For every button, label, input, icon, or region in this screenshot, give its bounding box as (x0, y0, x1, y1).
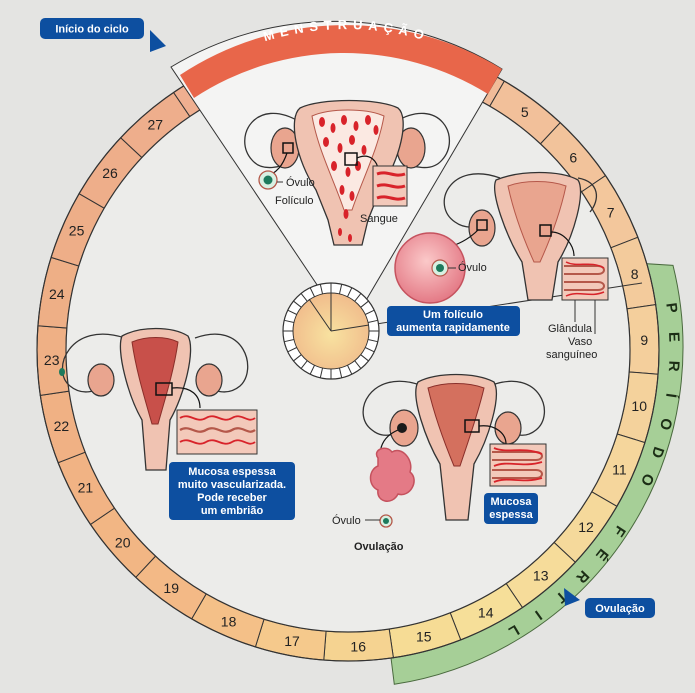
svg-text:um embrião: um embrião (201, 505, 264, 517)
day-number-10: 10 (631, 398, 647, 414)
day-number-21: 21 (78, 480, 94, 496)
uterus-ovulation-illustration (362, 373, 547, 528)
fertile-letter: Í (662, 392, 680, 399)
day-number-14: 14 (478, 605, 494, 621)
day-number-13: 13 (533, 567, 549, 583)
mucosa-thick-badge: Mucosa espessa (484, 493, 538, 524)
fertile-letter: P (662, 302, 680, 314)
day-number-19: 19 (163, 580, 179, 596)
label-glandula: Glândula (548, 323, 593, 335)
fertile-letter: R (665, 360, 683, 372)
day-number-27: 27 (148, 117, 164, 133)
day-number-6: 6 (569, 149, 577, 165)
day-number-16: 16 (350, 638, 366, 654)
day-number-12: 12 (578, 519, 594, 535)
fertile-letter: D (648, 444, 668, 460)
day-number-17: 17 (284, 633, 300, 649)
day-number-9: 9 (640, 332, 648, 348)
label-ovulo-1: Óvulo (286, 176, 315, 189)
day-number-7: 7 (607, 204, 615, 220)
day-number-24: 24 (49, 286, 65, 302)
svg-text:Pode receber: Pode receber (197, 492, 267, 504)
ovulation-badge: Ovulação (585, 598, 655, 618)
svg-text:Mucosa: Mucosa (491, 496, 533, 508)
svg-text:aumenta rapidamente: aumenta rapidamente (396, 322, 510, 334)
label-ovulo-2: Óvulo (458, 261, 487, 274)
cycle-start-badge: Início do ciclo (40, 18, 144, 39)
svg-text:Início do ciclo: Início do ciclo (55, 24, 129, 36)
day-number-18: 18 (221, 613, 237, 629)
fertile-letter: E (665, 332, 682, 343)
day-number-11: 11 (612, 461, 627, 477)
fertile-letter: O (656, 416, 675, 432)
day-number-26: 26 (102, 165, 118, 181)
svg-text:muito vascularizada.: muito vascularizada. (178, 479, 286, 491)
svg-text:Mucosa espessa: Mucosa espessa (188, 466, 276, 478)
day-number-25: 25 (69, 223, 85, 239)
svg-text:espessa: espessa (489, 509, 533, 521)
day-number-20: 20 (115, 535, 131, 551)
follicle-badge: Um folículo aumenta rapidamente (387, 306, 520, 336)
label-foliculo: Folículo (275, 195, 314, 207)
day-number-22: 22 (54, 418, 70, 434)
day-number-15: 15 (416, 629, 432, 645)
day-number-5: 5 (521, 104, 529, 120)
label-ovulo-3: Óvulo (332, 514, 361, 527)
label-sangue: Sangue (360, 213, 398, 225)
cycle-start-pointer (150, 30, 166, 52)
cycle-dial (282, 282, 380, 380)
svg-text:Um folículo: Um folículo (423, 309, 483, 321)
svg-text:Ovulação: Ovulação (595, 603, 645, 615)
label-vaso-line2: sanguíneo (546, 349, 597, 361)
day-number-23: 23 (44, 352, 60, 368)
day-number-8: 8 (631, 266, 639, 282)
label-vaso-line1: Vaso (568, 336, 592, 348)
uterus-menstruation-illustration (244, 99, 451, 246)
uterus-luteal-illustration (59, 327, 258, 471)
uterus-follicular-illustration (394, 171, 609, 334)
ovulation-pointer (564, 588, 580, 606)
label-ovulacao-event: Ovulação (354, 541, 404, 553)
mucosa-vascular-badge: Mucosa espessa muito vascularizada. Pode… (169, 462, 295, 520)
menstruation-band (180, 25, 502, 98)
